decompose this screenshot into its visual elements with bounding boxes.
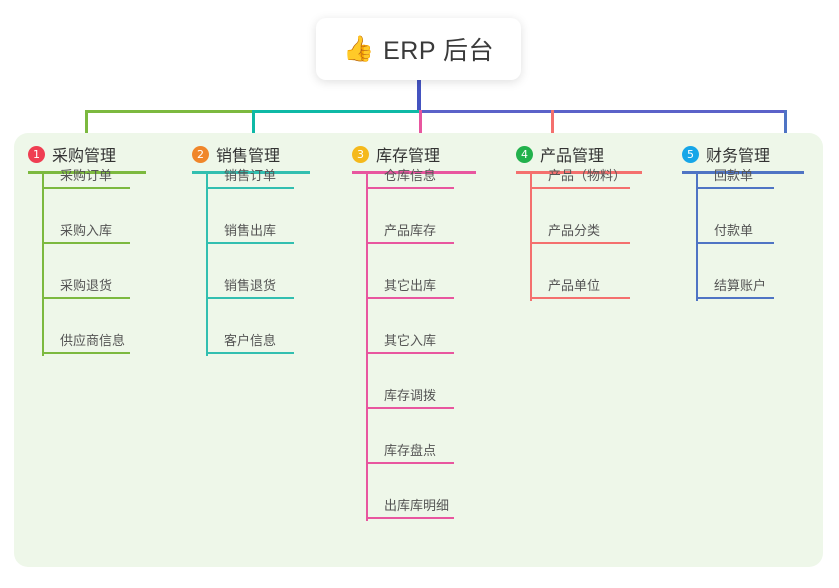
leaf-rule	[530, 242, 630, 244]
trunk-segment-right	[419, 110, 787, 113]
branch-spine-5	[696, 174, 698, 301]
leaf-rule	[696, 187, 774, 189]
leaf-label: 出库库明细	[384, 498, 450, 513]
leaf-node[interactable]: 其它入库	[366, 328, 454, 354]
branch-columns: 1 采购管理采购订单采购入库采购退货供应商信息 2 销售管理销售订单销售出库销售退货客…	[14, 133, 823, 567]
branch-header-1[interactable]: 1 采购管理	[28, 142, 116, 166]
branch-badge-3: 3	[352, 145, 369, 163]
branch-title-5: 财务管理	[706, 148, 771, 165]
leaf-label: 库存调拨	[384, 388, 437, 403]
leaf-rule	[530, 187, 630, 189]
branch-badge-4: 4	[516, 145, 533, 163]
leaf-node[interactable]: 库存盘点	[366, 438, 454, 464]
root-stem	[417, 78, 421, 113]
leaf-node[interactable]: 付款单	[696, 218, 774, 244]
leaf-rule	[42, 187, 130, 189]
leaf-label: 仓库信息	[384, 168, 437, 183]
root-title: ERP 后台	[383, 37, 495, 65]
leaf-label: 供应商信息	[60, 333, 126, 348]
leaf-label: 销售订单	[224, 168, 277, 183]
leaf-label: 采购退货	[60, 278, 113, 293]
leaf-label: 销售出库	[224, 223, 277, 238]
leaf-rule	[366, 242, 454, 244]
leaf-rule	[206, 352, 294, 354]
branch-rule-2	[192, 171, 310, 174]
branch-title-2: 销售管理	[216, 148, 281, 165]
branch-spine-3	[366, 174, 368, 521]
leaf-rule	[206, 242, 294, 244]
leaf-label: 产品分类	[548, 223, 601, 238]
thumbs-up-icon: 👍	[342, 34, 375, 63]
leaf-rule	[366, 297, 454, 299]
leaf-node[interactable]: 采购退货	[42, 273, 130, 299]
leaf-node[interactable]: 结算账户	[696, 273, 774, 299]
branch-title-3: 库存管理	[376, 148, 441, 165]
leaf-node[interactable]: 供应商信息	[42, 328, 130, 354]
leaf-node[interactable]: 仓库信息	[366, 163, 454, 189]
leaf-node[interactable]: 其它出库	[366, 273, 454, 299]
leaf-rule	[530, 297, 630, 299]
leaf-label: 结算账户	[714, 278, 767, 293]
leaf-node[interactable]: 采购订单	[42, 163, 130, 189]
branch-title-4: 产品管理	[540, 148, 605, 165]
leaf-node[interactable]: 销售出库	[206, 218, 294, 244]
branch-rule-3	[352, 171, 476, 174]
trunk-segment-middle	[252, 110, 422, 113]
leaf-rule	[366, 407, 454, 409]
leaf-rule	[366, 352, 454, 354]
leaf-label: 其它出库	[384, 278, 437, 293]
branch-badge-5: 5	[682, 145, 699, 163]
leaf-node[interactable]: 销售退货	[206, 273, 294, 299]
leaf-node[interactable]: 产品库存	[366, 218, 454, 244]
leaf-node[interactable]: 出库库明细	[366, 493, 454, 519]
leaf-label: 产品单位	[548, 278, 601, 293]
branch-spine-4	[530, 174, 532, 301]
leaf-node[interactable]: 产品分类	[530, 218, 630, 244]
leaf-rule	[206, 297, 294, 299]
branch-title-1: 采购管理	[52, 148, 117, 165]
branch-rule-1	[28, 171, 146, 174]
branches-panel	[14, 133, 823, 567]
leaf-label: 采购订单	[60, 168, 113, 183]
branch-badge-2: 2	[192, 145, 209, 163]
leaf-label: 付款单	[714, 223, 754, 238]
leaf-node[interactable]: 采购入库	[42, 218, 130, 244]
branch-header-3[interactable]: 3 库存管理	[352, 142, 440, 166]
trunk-segment-left	[85, 110, 255, 113]
branch-header-5[interactable]: 5 财务管理	[682, 142, 770, 166]
leaf-label: 销售退货	[224, 278, 277, 293]
branch-rule-5	[682, 171, 804, 174]
leaf-rule	[206, 187, 294, 189]
leaf-rule	[42, 242, 130, 244]
leaf-rule	[366, 517, 454, 519]
leaf-node[interactable]: 产品单位	[530, 273, 630, 299]
leaf-rule	[42, 352, 130, 354]
branch-spine-1	[42, 174, 44, 356]
branch-spine-2	[206, 174, 208, 356]
branch-header-2[interactable]: 2 销售管理	[192, 142, 280, 166]
leaf-rule	[366, 462, 454, 464]
leaf-node[interactable]: 产品（物料）	[530, 163, 630, 189]
leaf-rule	[696, 242, 774, 244]
branch-header-4[interactable]: 4 产品管理	[516, 142, 604, 166]
leaf-label: 库存盘点	[384, 443, 437, 458]
leaf-node[interactable]: 销售订单	[206, 163, 294, 189]
branch-rule-4	[516, 171, 642, 174]
leaf-node[interactable]: 库存调拨	[366, 383, 454, 409]
leaf-label: 其它入库	[384, 333, 437, 348]
branch-badge-1: 1	[28, 145, 45, 163]
leaf-label: 采购入库	[60, 223, 113, 238]
leaf-rule	[42, 297, 130, 299]
leaf-label: 回款单	[714, 168, 754, 183]
leaf-node[interactable]: 客户信息	[206, 328, 294, 354]
leaf-label: 客户信息	[224, 333, 277, 348]
leaf-rule	[696, 297, 774, 299]
root-node[interactable]: 👍 ERP 后台	[316, 18, 521, 80]
leaf-label: 产品库存	[384, 223, 437, 238]
leaf-rule	[366, 187, 454, 189]
leaf-label: 产品（物料）	[548, 168, 627, 183]
leaf-node[interactable]: 回款单	[696, 163, 774, 189]
